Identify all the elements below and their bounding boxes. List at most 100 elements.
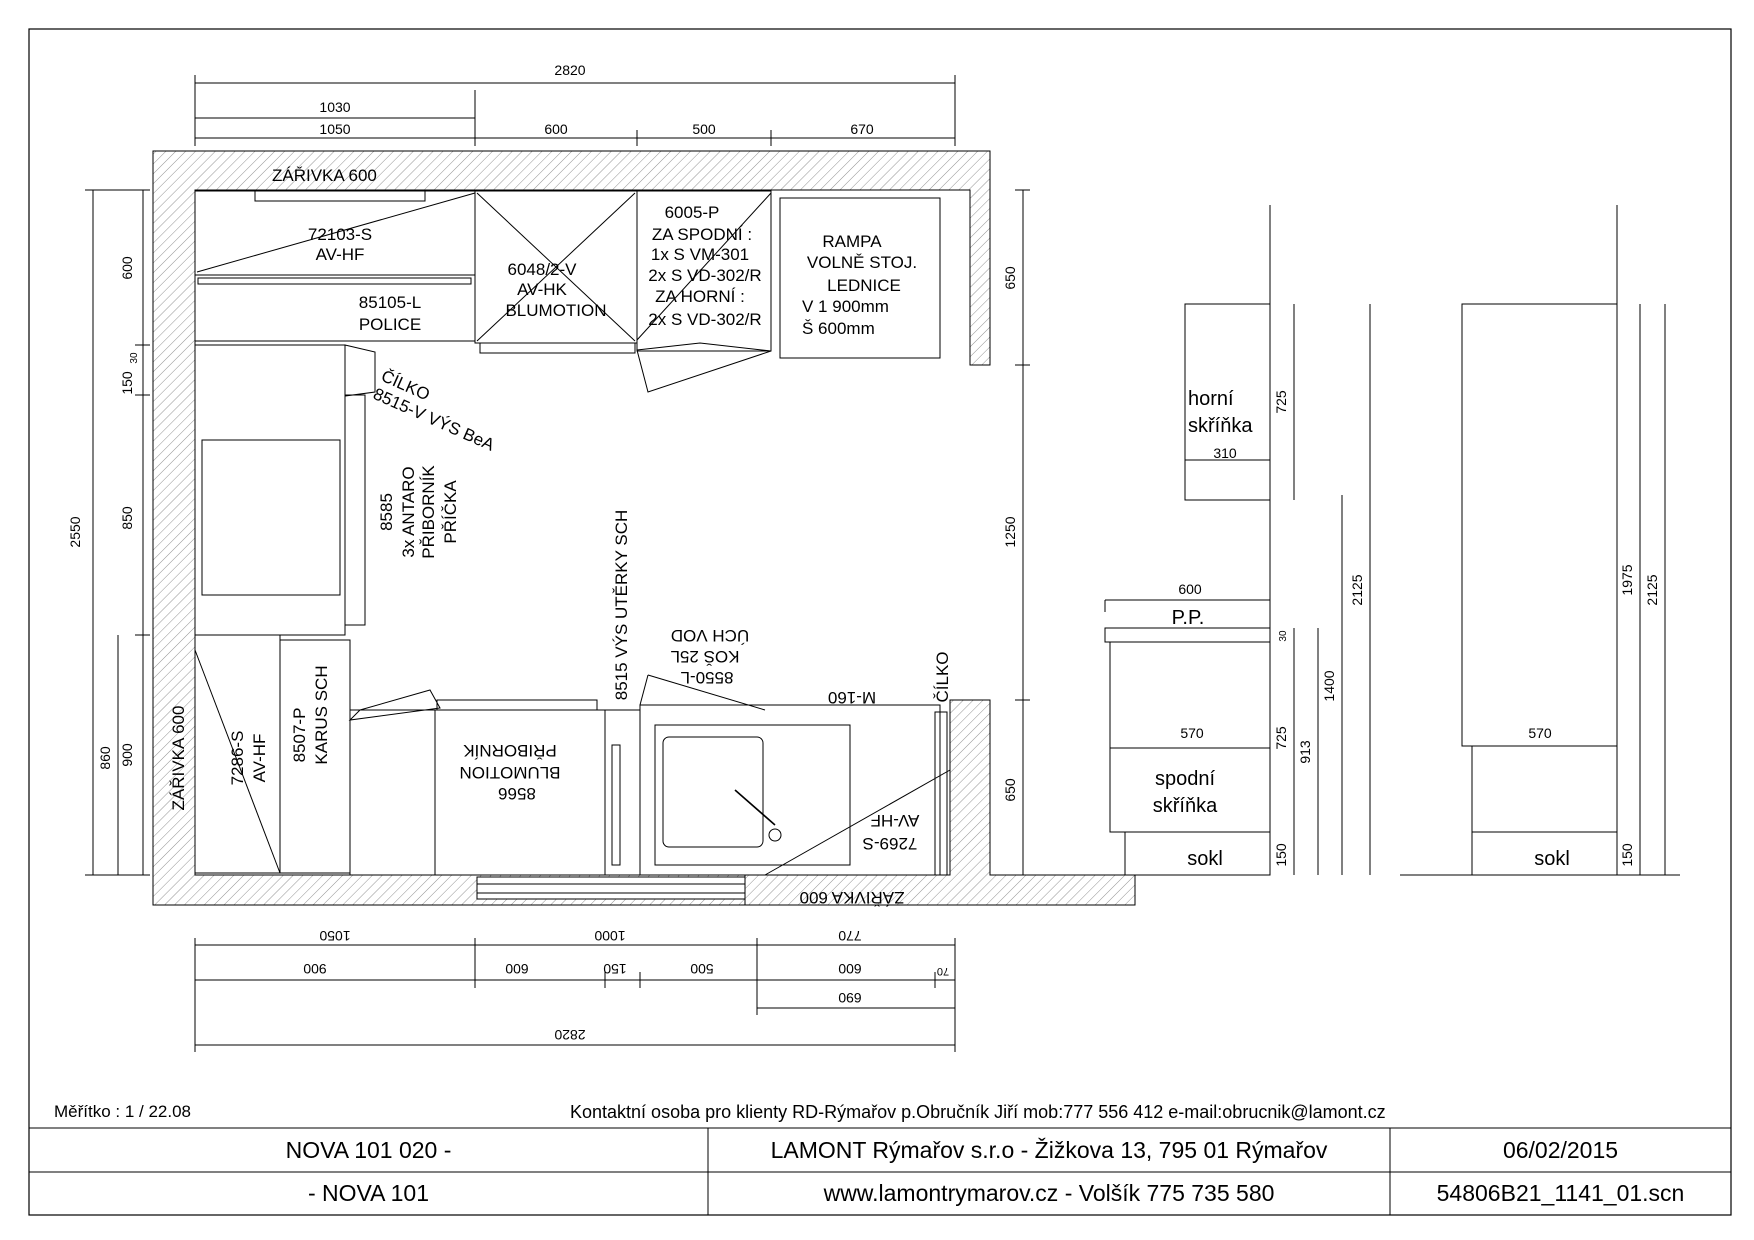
label-72103: 72103-S <box>308 225 372 244</box>
label-7286: 7286-S <box>228 731 247 786</box>
dim-1400: 1400 <box>1321 670 1337 701</box>
elevation-tall: 1975 2125 570 sokl 150 <box>1400 205 1680 876</box>
dim-2125b: 2125 <box>1644 574 1660 605</box>
label-8566-b: BLUMOTION <box>459 763 560 782</box>
label-m160: M-160 <box>828 688 876 707</box>
title-row1-col3: 06/02/2015 <box>1502 1136 1619 1163</box>
dim-left-860: 860 <box>97 746 113 770</box>
label-cilko-right: ČÍLKO <box>933 651 952 702</box>
label-8585: 8585 <box>377 493 396 531</box>
label-8550-b: KOŠ 25L <box>671 647 740 666</box>
dim-310: 310 <box>1213 445 1237 461</box>
label-zarivka-left: ZÁŘIVKA 600 <box>169 706 188 811</box>
label-8585-b: 3x ANTARO <box>399 466 418 557</box>
label-rampa-e: Š 600mm <box>802 319 875 338</box>
label-pp: P.P. <box>1172 607 1205 629</box>
label-85105-b: POLICE <box>359 315 421 334</box>
title-row1-col1: NOVA 101 020 - <box>285 1136 452 1163</box>
label-8585-c: PŘIBORNÍK <box>419 465 438 559</box>
label-6048-b: AV-HK <box>517 280 567 299</box>
label-rampa-d: V 1 900mm <box>802 297 889 316</box>
title-block <box>29 1127 1731 1215</box>
dim-bottom-690: 690 <box>838 990 862 1006</box>
dim-bottom-600b: 600 <box>838 961 862 977</box>
dim-top-1050: 1050 <box>319 121 350 137</box>
sheet-border <box>28 28 1732 1216</box>
dim-570b: 570 <box>1528 725 1552 741</box>
dimension-texts: 2820 1030 1050 600 500 670 2550 600 150 … <box>67 62 1018 1043</box>
label-6005-e: ZA HORNÍ : <box>655 287 745 306</box>
dim-top-600: 600 <box>544 121 568 137</box>
label-horni: horní <box>1188 388 1234 410</box>
title-row2-col3: 54806B21_1141_01.scn <box>1436 1180 1685 1206</box>
scale-text: Měřítko : 1 / 22.08 <box>54 1102 192 1121</box>
label-zarivka-bottom: ZÁŘIVKA 600 <box>800 888 905 907</box>
dim-150a: 150 <box>1273 843 1289 867</box>
label-8566-c: PŘIBORNÍK <box>463 741 557 760</box>
label-6005: 6005-P <box>665 203 720 222</box>
cabinets-left-row <box>194 344 376 874</box>
dim-bottom-70: 70 <box>937 965 949 977</box>
dim-left-total: 2550 <box>67 516 83 547</box>
dimension-lines <box>85 75 1030 1052</box>
dim-bottom-1050: 1050 <box>319 928 350 944</box>
label-6005-f: 2x S VD-302/R <box>648 310 761 329</box>
label-rampa-b: VOLNĚ STOJ. <box>807 253 917 272</box>
label-8515-bea: 8515-V VÝS BeA <box>370 384 497 455</box>
label-7269-b: AV-HF <box>871 811 920 830</box>
label-6005-c: 1x S VM-301 <box>651 245 749 264</box>
dim-top-1030: 1030 <box>319 99 350 115</box>
label-8507-b: KARUS SCH <box>312 665 331 764</box>
dim-left-850: 850 <box>119 506 135 530</box>
dim-right-1250: 1250 <box>1002 516 1018 547</box>
dim-bottom-600a: 600 <box>505 961 529 977</box>
dim-left-900: 900 <box>119 743 135 767</box>
label-7269: 7269-S <box>863 834 918 853</box>
label-spodni: spodní <box>1155 768 1215 790</box>
dim-600-elev: 600 <box>1178 581 1202 597</box>
dim-150b: 150 <box>1619 843 1635 867</box>
label-sokl-b: sokl <box>1534 848 1570 870</box>
label-7286-b: AV-HF <box>250 734 269 783</box>
plan-labels: ZÁŘIVKA 600 72103-S AV-HF 85105-L POLICE… <box>169 166 952 907</box>
cabinets-top-row <box>194 190 941 393</box>
contact-text: Kontaktní osoba pro klienty RD-Rýmařov p… <box>570 1102 1386 1122</box>
dim-left-30: 30 <box>129 352 140 364</box>
dim-bottom-total: 2820 <box>554 1027 585 1043</box>
label-8566: 8566 <box>498 784 536 803</box>
label-6005-b: ZA SPODNÍ : <box>652 225 752 244</box>
dim-top-670: 670 <box>850 121 874 137</box>
dim-725b: 725 <box>1273 726 1289 750</box>
label-8585-d: PŘÍČKA <box>441 480 460 544</box>
dim-right-650a: 650 <box>1002 266 1018 290</box>
label-6048: 6048/2-V <box>508 260 578 279</box>
label-8550: 8550-L <box>681 668 734 687</box>
title-row2-col2: www.lamontrymarov.cz - Volšík 775 735 58… <box>823 1180 1275 1206</box>
label-spodni-b: skříňka <box>1153 795 1218 817</box>
label-85105: 85105-L <box>359 293 421 312</box>
dim-top-total: 2820 <box>554 62 585 78</box>
dim-725a: 725 <box>1273 390 1289 414</box>
dim-2125a: 2125 <box>1349 574 1365 605</box>
dim-570a: 570 <box>1180 725 1204 741</box>
label-rampa: RAMPA <box>822 232 882 251</box>
cabinets-bottom-row <box>348 674 951 876</box>
dim-left-150: 150 <box>119 371 135 395</box>
dim-913: 913 <box>1297 740 1313 764</box>
label-horni-b: skříňka <box>1188 415 1253 437</box>
label-sokl-a: sokl <box>1187 848 1223 870</box>
label-8515: 8515 VÝS UTĚRKY SCH <box>612 510 631 701</box>
label-6048-c: BLUMOTION <box>505 301 606 320</box>
dim-bottom-150: 150 <box>603 961 627 977</box>
dim-left-600: 600 <box>119 256 135 280</box>
label-8550-c: ÚCH VOD <box>671 626 749 645</box>
walls <box>152 150 1136 906</box>
title-row2-col1: - NOVA 101 <box>307 1180 430 1206</box>
dim-bottom-900: 900 <box>303 961 327 977</box>
dim-bottom-1000: 1000 <box>594 928 625 944</box>
dim-bottom-770: 770 <box>838 928 862 944</box>
label-72103-b: AV-HF <box>316 245 365 264</box>
dim-top-500: 500 <box>692 121 716 137</box>
label-6005-d: 2x S VD-302/R <box>648 266 761 285</box>
